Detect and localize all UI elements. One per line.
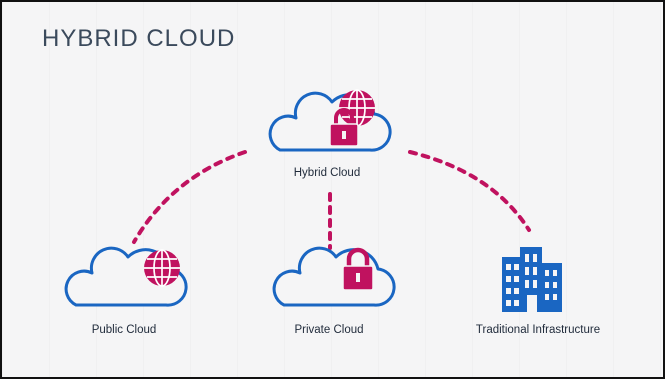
public-cloud-label: Public Cloud [92, 324, 157, 336]
globe-icon [339, 89, 375, 127]
traditional-infrastructure-node: Traditional Infrastructure [476, 247, 600, 336]
connector-hybrid-public [132, 150, 247, 244]
lock-icon [329, 108, 359, 147]
globe-icon [144, 249, 180, 287]
building-icon [502, 247, 562, 312]
private-cloud-label: Private Cloud [294, 324, 363, 336]
cloud-icon [272, 246, 396, 307]
connector-hybrid-traditional [408, 150, 531, 232]
hybrid-cloud-node: Hybrid Cloud [268, 89, 392, 179]
traditional-infrastructure-label: Traditional Infrastructure [476, 324, 600, 336]
private-cloud-node: Private Cloud [272, 246, 396, 336]
lock-icon [342, 247, 374, 291]
hybrid-cloud-label: Hybrid Cloud [294, 167, 360, 179]
public-cloud-node: Public Cloud [64, 246, 188, 336]
page-title: HYBRID CLOUD [42, 25, 235, 52]
